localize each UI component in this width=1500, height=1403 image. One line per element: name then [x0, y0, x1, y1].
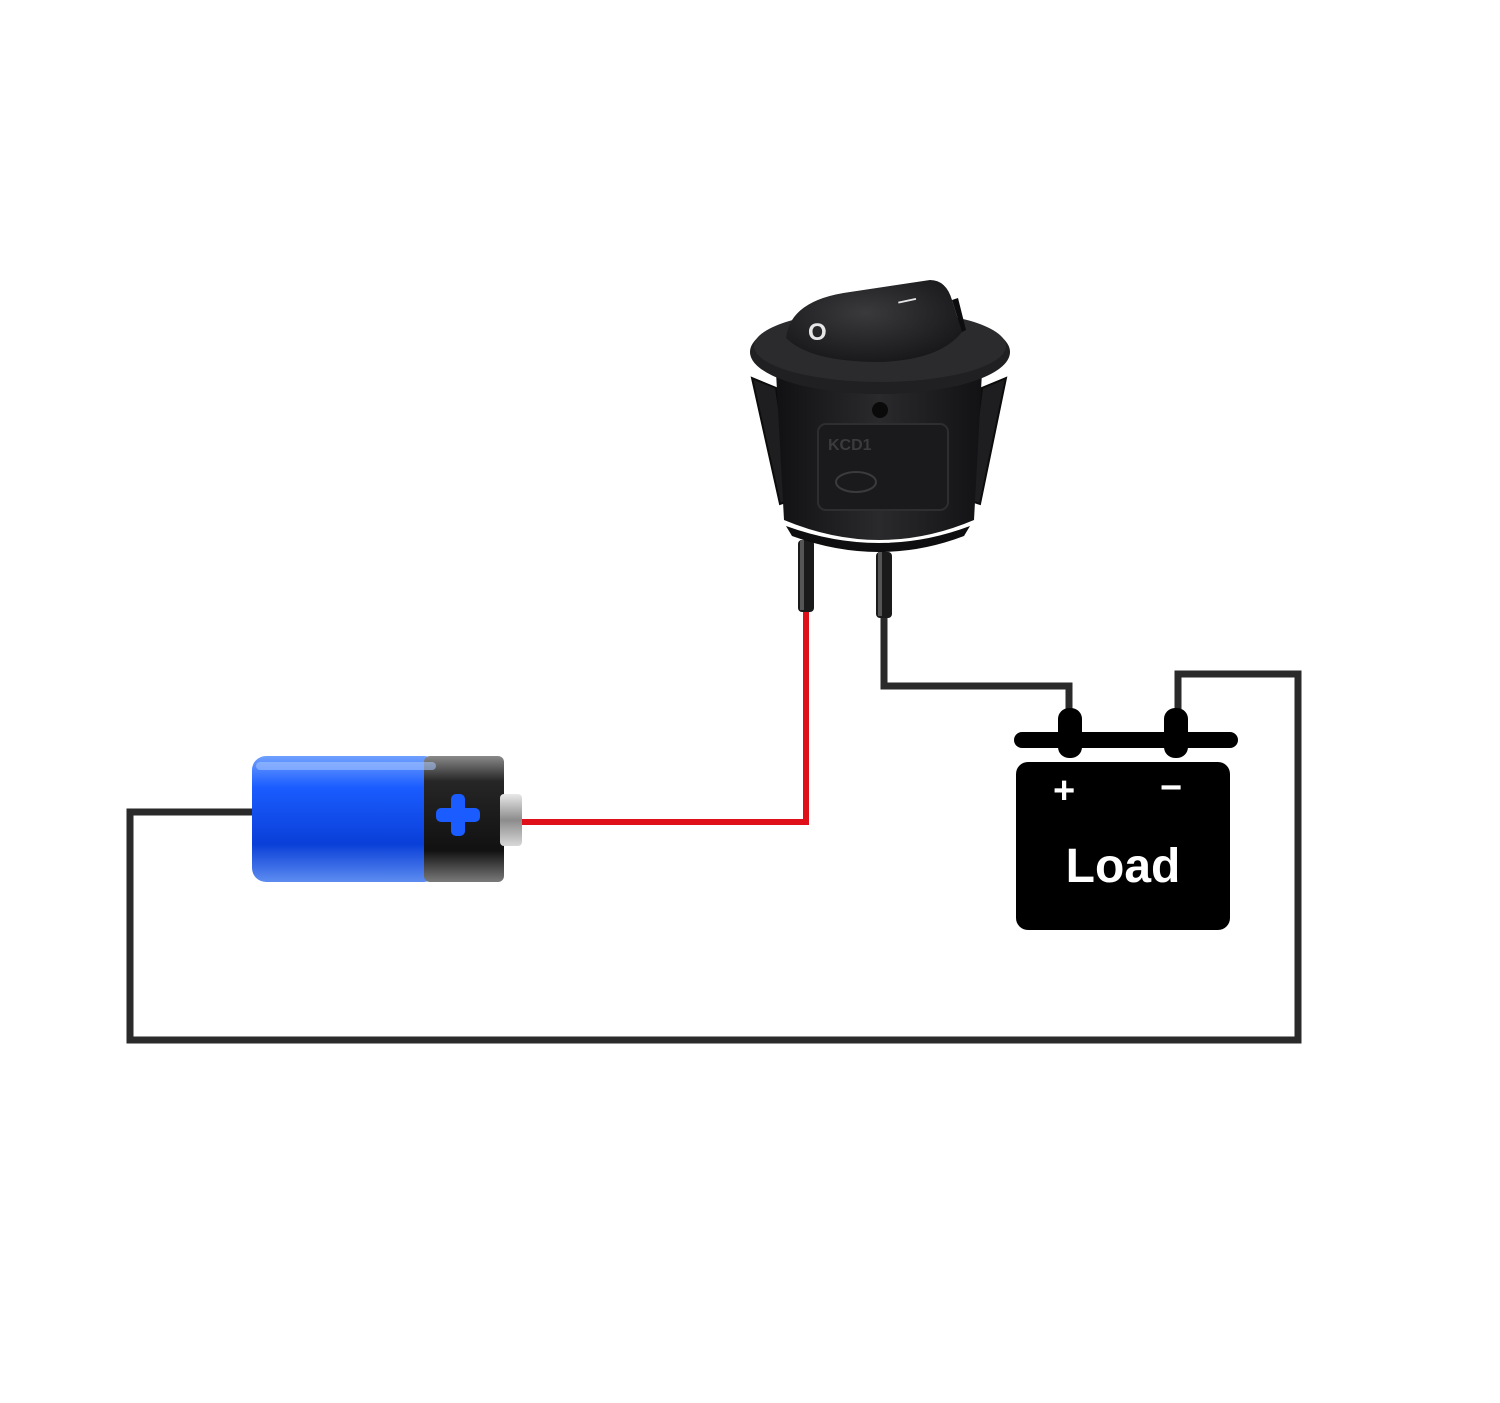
load-minus-symbol: − — [1160, 767, 1182, 809]
wire-battery-positive-to-switch — [522, 608, 809, 825]
battery: + — [0, 0, 522, 882]
wire-switch-to-load-plus — [880, 610, 1073, 714]
load-minus-post — [1164, 708, 1188, 758]
load-terminal-bar — [1014, 732, 1238, 748]
switch-terminals — [798, 540, 892, 618]
load-box — [1016, 762, 1230, 930]
switch-on-mark: — — [896, 288, 918, 311]
wires — [126, 608, 1302, 1044]
load-plus-post — [1058, 708, 1082, 758]
load: + − Load — [1014, 708, 1238, 930]
switch-brand-text: KCD1 — [828, 437, 872, 454]
battery-terminal-symbol: + — [0, 0, 1, 1]
load-label: Load — [1066, 840, 1181, 893]
switch-off-mark: O — [808, 319, 827, 346]
rocker-switch[interactable]: KCD1 O — — [750, 280, 1010, 552]
battery-plus-icon — [436, 794, 480, 836]
wire-battery-negative-to-load-minus — [126, 670, 1302, 1044]
load-plus-symbol: + — [1053, 770, 1075, 812]
rocker-paddle[interactable] — [786, 280, 962, 362]
